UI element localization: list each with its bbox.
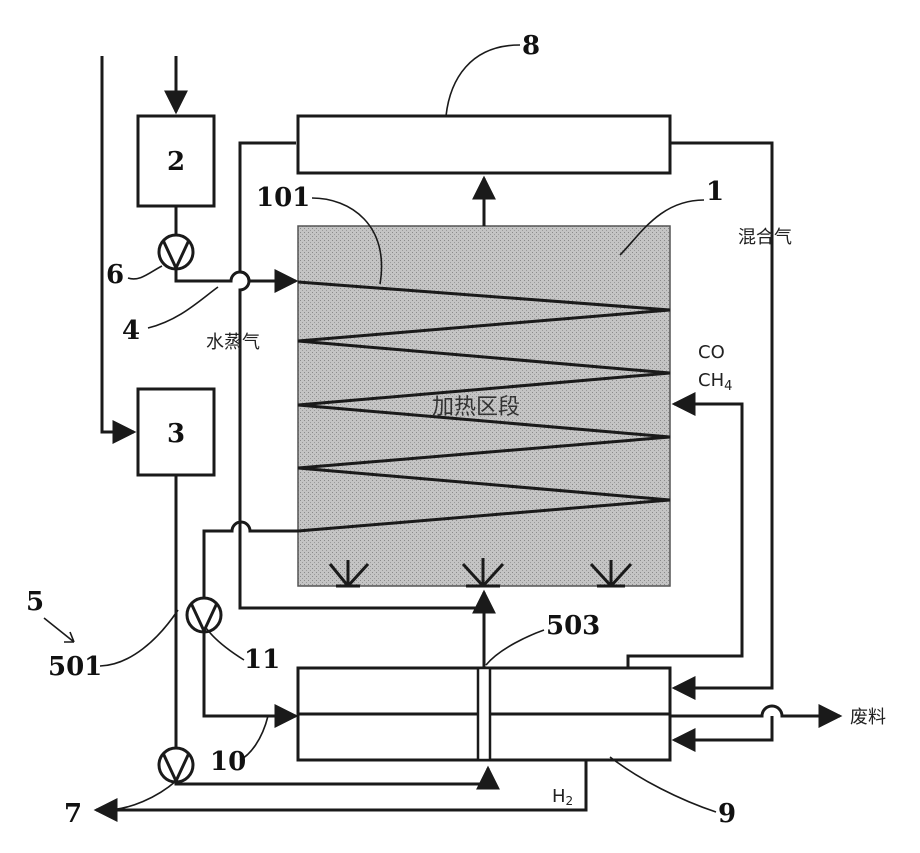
label-7: 7 (64, 799, 82, 829)
label-6: 6 (106, 260, 124, 290)
label-3: 3 (167, 419, 185, 449)
heating-section-label: 加热区段 (432, 395, 520, 420)
steam-label: 水蒸气 (206, 332, 260, 353)
label-8: 8 (522, 31, 540, 61)
label-101: 101 (256, 183, 310, 213)
label-2: 2 (167, 147, 185, 177)
label-4: 4 (122, 316, 140, 346)
unit-8-box (298, 116, 670, 173)
co-label: CO (698, 342, 725, 363)
label-11: 11 (244, 645, 280, 675)
unit-503-tube (478, 668, 490, 760)
label-501: 501 (48, 652, 102, 682)
waste-label: 废料 (850, 707, 886, 728)
label-1: 1 (706, 177, 724, 207)
label-9: 9 (718, 799, 736, 829)
h2-label: H2 (552, 786, 573, 808)
label-5: 5 (26, 587, 44, 617)
label-10: 10 (210, 747, 246, 777)
mixed-gas-label: 混合气 (738, 227, 792, 248)
ch4-label: CH4 (698, 370, 732, 394)
label-503: 503 (546, 611, 600, 641)
